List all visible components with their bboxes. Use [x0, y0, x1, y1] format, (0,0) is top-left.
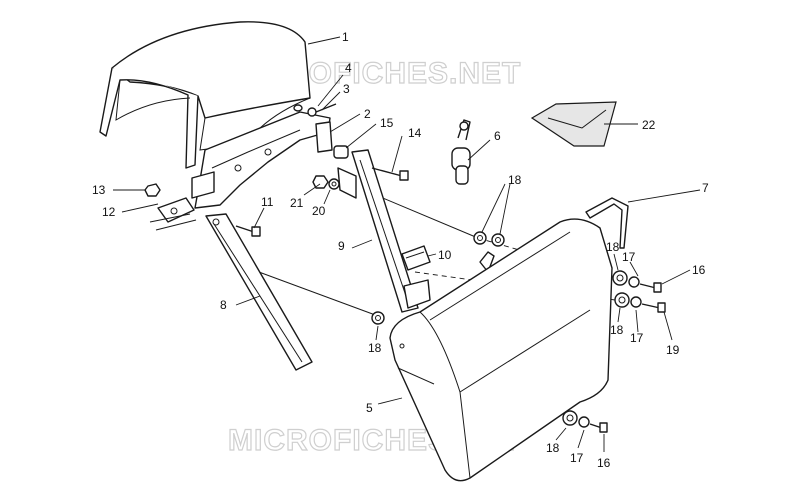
part-21-nut — [312, 175, 329, 189]
part-6-lock — [451, 119, 471, 185]
part-4-washer — [293, 104, 303, 112]
washer-18-left — [371, 311, 385, 325]
callout-11: 11 — [261, 195, 274, 209]
washer-18-bottom — [562, 410, 578, 426]
callout-8: 8 — [220, 298, 227, 312]
callout-16-bottom: 16 — [597, 456, 611, 470]
callout-16-upper: 16 — [692, 263, 706, 277]
callout-6: 6 — [494, 129, 501, 143]
callout-18-left: 18 — [368, 341, 382, 355]
part-10-block — [401, 245, 431, 271]
callout-17-lower: 17 — [630, 331, 644, 345]
callout-17-bottom: 17 — [570, 451, 584, 465]
washer-17-bottom — [578, 416, 590, 428]
part-5-pannier — [389, 218, 613, 482]
part-8-arm — [205, 213, 313, 371]
part-2-bracket — [191, 111, 333, 209]
part-14-bolt — [371, 167, 409, 181]
callout-4: 4 — [345, 61, 352, 75]
washer-18-right-upper — [612, 270, 628, 286]
callout-5: 5 — [366, 401, 373, 415]
callout-18-pair: 18 — [508, 173, 522, 187]
callout-20: 20 — [312, 204, 326, 218]
screw-16-upper — [639, 282, 662, 293]
callout-labels: 1 4 3 2 15 14 6 18 21 20 13 12 11 9 10 8… — [92, 30, 709, 470]
washer-17-upper — [628, 276, 640, 288]
leader-lines — [113, 36, 701, 452]
part-9-arm — [351, 149, 431, 313]
washer-17-lower — [630, 296, 642, 308]
callout-18-bottom: 18 — [546, 441, 560, 455]
callout-12: 12 — [102, 205, 116, 219]
part-20-bushing — [328, 178, 340, 190]
callout-1: 1 — [342, 30, 349, 44]
callout-14: 14 — [408, 126, 422, 140]
callout-22: 22 — [642, 118, 656, 132]
part-20-plate — [337, 167, 357, 199]
part-11-bolt — [235, 225, 261, 237]
callout-2: 2 — [364, 107, 371, 121]
part-13-nut — [144, 183, 161, 197]
callout-13: 13 — [92, 183, 106, 197]
part-3-screw — [307, 103, 337, 117]
screw-16-bottom — [589, 422, 608, 433]
callout-15: 15 — [380, 116, 394, 130]
callout-18-right-lower: 18 — [610, 323, 624, 337]
callout-21: 21 — [290, 196, 304, 210]
screw-19 — [641, 302, 666, 313]
callout-7: 7 — [702, 181, 709, 195]
callout-19: 19 — [666, 343, 680, 357]
part-7-rod — [585, 197, 629, 249]
callout-9: 9 — [338, 239, 345, 253]
callout-10: 10 — [438, 248, 452, 262]
washer-18-pair — [473, 231, 505, 247]
part-12-plate — [149, 197, 197, 231]
part-22-pouch — [530, 101, 617, 147]
callout-17-upper: 17 — [622, 250, 636, 264]
washer-18-right-lower — [614, 292, 630, 308]
callout-18-right-upper: 18 — [606, 240, 620, 254]
callout-3: 3 — [343, 82, 350, 96]
part-15-spacer — [333, 145, 349, 159]
